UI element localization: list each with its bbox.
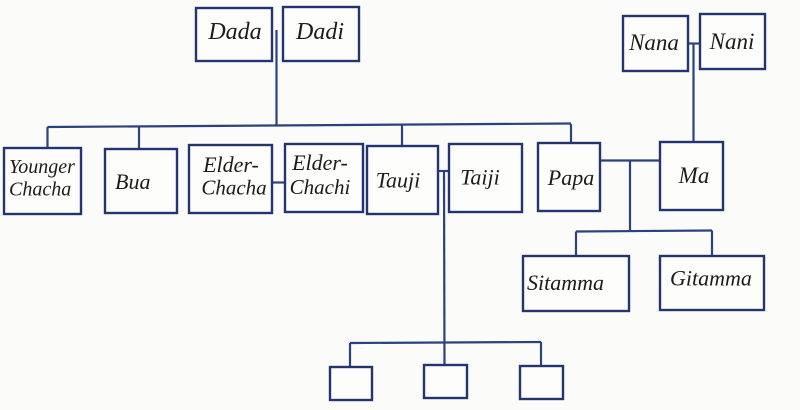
svg-text:Chachi: Chachi [290, 175, 351, 199]
svg-text:Chacha: Chacha [9, 179, 71, 201]
svg-text:Dada: Dada [207, 19, 261, 45]
svg-text:Chacha: Chacha [201, 176, 266, 200]
svg-text:Tauji: Tauji [376, 168, 420, 193]
svg-text:Nani: Nani [709, 29, 755, 54]
svg-text:Sitamma: Sitamma [527, 270, 604, 295]
svg-text:Dadi: Dadi [295, 19, 344, 45]
svg-text:Ma: Ma [678, 163, 710, 188]
svg-text:Nana: Nana [628, 30, 679, 55]
svg-text:Younger: Younger [9, 156, 75, 178]
svg-text:Bua: Bua [115, 169, 150, 194]
svg-text:Taiji: Taiji [460, 165, 500, 190]
svg-text:Elder-: Elder- [291, 150, 348, 175]
svg-text:Elder-: Elder- [202, 152, 259, 177]
svg-text:Papa: Papa [547, 165, 594, 190]
svg-text:Gitamma: Gitamma [670, 266, 752, 291]
